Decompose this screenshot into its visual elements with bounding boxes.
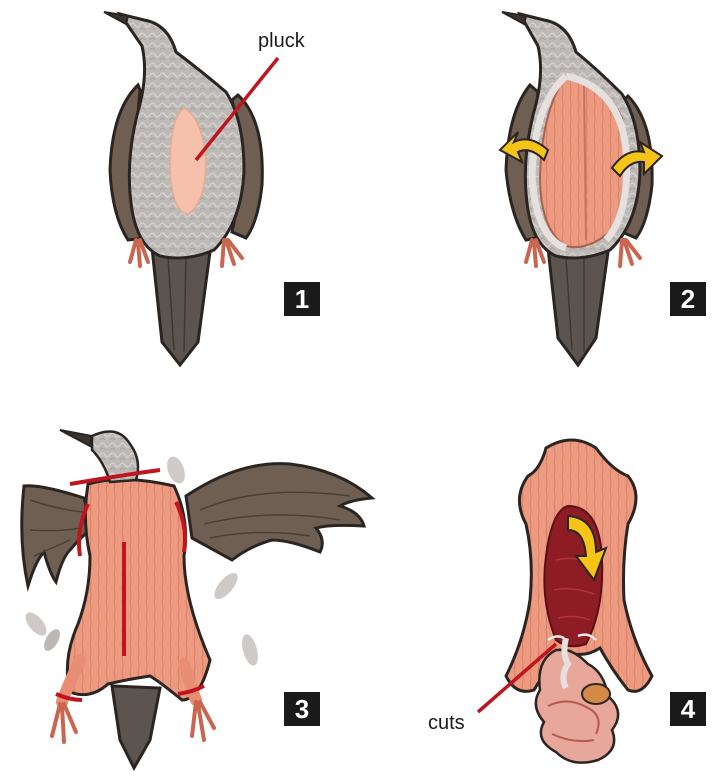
- right-foot: [222, 240, 242, 266]
- loose-feather: [164, 454, 189, 486]
- pluck-label: pluck: [258, 30, 305, 53]
- beak: [60, 430, 92, 446]
- panel-4-remove-innards: [478, 440, 652, 763]
- step-badge-1: 1: [284, 282, 320, 316]
- step-badge-3: 3: [284, 692, 320, 726]
- right-foot: [620, 240, 640, 266]
- loose-feather: [210, 569, 241, 603]
- loose-feather: [239, 633, 261, 668]
- left-foot: [52, 704, 76, 742]
- gizzard: [582, 684, 610, 704]
- right-foot: [192, 702, 214, 740]
- right-wing-spread: [186, 464, 372, 560]
- step-badge-4: 4: [670, 692, 706, 726]
- loose-feather: [22, 609, 51, 639]
- panel-2-skin-open: [500, 12, 662, 365]
- tail-feathers: [152, 248, 210, 365]
- cuts-label: cuts: [428, 712, 465, 735]
- panel-1-pluck: [104, 12, 278, 365]
- tail-feathers: [548, 248, 608, 365]
- step-badge-2: 2: [670, 282, 706, 316]
- tail-feathers: [112, 686, 160, 768]
